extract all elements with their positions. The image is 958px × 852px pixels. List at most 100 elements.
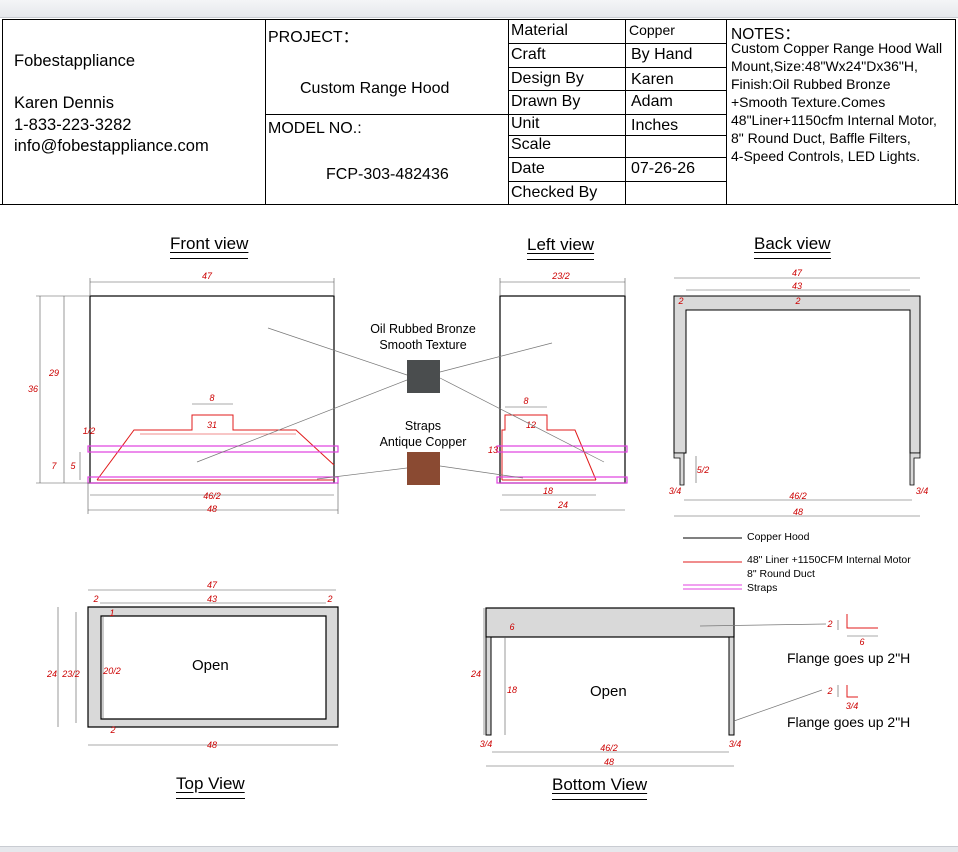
dim-top-2b: 2 bbox=[326, 594, 332, 604]
callout-leaders bbox=[196, 327, 605, 480]
tb-label-scale: Scale bbox=[511, 136, 552, 153]
title-block-grid bbox=[0, 19, 958, 205]
model-value: FCP-303-482436 bbox=[326, 166, 449, 183]
top-view-title: Top View bbox=[176, 774, 245, 799]
flange-note-2: Flange goes up 2"H bbox=[787, 714, 911, 730]
dim-top-20half: 20/2 bbox=[102, 666, 121, 676]
window-topbar bbox=[0, 0, 958, 18]
flange-detail-2 bbox=[846, 685, 858, 698]
tb-value-date: 07-26-26 bbox=[631, 160, 696, 177]
dim-front-half: 1/2 bbox=[83, 426, 96, 436]
straps-callout-line2: Antique Copper bbox=[379, 435, 467, 449]
finish-callout-line1: Oil Rubbed Bronze bbox=[370, 322, 476, 336]
flange-note-1: Flange goes up 2"H bbox=[787, 650, 911, 666]
dim-top-w43: 43 bbox=[207, 594, 217, 604]
left-liner bbox=[501, 414, 597, 481]
tb-label-date: Date bbox=[511, 160, 545, 177]
top-frame bbox=[87, 606, 339, 728]
dim-top-23half: 23/2 bbox=[61, 669, 80, 679]
dim-bottom-24: 24 bbox=[470, 669, 481, 679]
contact-email: info@fobestappliance.com bbox=[14, 137, 209, 155]
front-strap-lower bbox=[87, 476, 339, 484]
dim-front-liner-top: 8 bbox=[209, 393, 214, 403]
notes-title: NOTES： bbox=[731, 26, 800, 43]
dim-front-h-outer: 36 bbox=[28, 384, 38, 394]
notes-line: Mount,Size:48"Wx24"Dx36"H, bbox=[731, 58, 918, 74]
bottom-view: 6 24 18 3/4 3/4 46/2 48 2 6 2 3/4 bbox=[470, 607, 878, 767]
front-hood-body bbox=[89, 295, 335, 484]
dim-back-2a: 2 bbox=[677, 296, 683, 306]
back-view: 47 43 2 2 5/2 3/4 3/4 46/2 48 bbox=[669, 268, 929, 517]
tb-value-craft: By Hand bbox=[631, 46, 693, 63]
dim-bottom-frac-r: 3/4 bbox=[729, 739, 742, 749]
tb-value-material: Copper bbox=[629, 22, 675, 38]
tb-value-unit: Inches bbox=[631, 117, 679, 134]
finish-callout-line2: Smooth Texture bbox=[379, 338, 467, 352]
left-view-title: Left view bbox=[527, 235, 595, 260]
dim-front-w: 47 bbox=[202, 271, 213, 281]
dim-left-24: 24 bbox=[557, 500, 568, 510]
model-label: MODEL NO.: bbox=[268, 120, 362, 137]
notes-line: Finish:Oil Rubbed Bronze bbox=[731, 76, 891, 92]
front-view-title: Front view bbox=[170, 234, 249, 259]
front-strap-upper bbox=[87, 445, 339, 453]
tb-label-checked-by: Checked By bbox=[511, 184, 598, 201]
straps-callout: Straps Antique Copper bbox=[360, 418, 486, 450]
dim-top-2a: 2 bbox=[92, 594, 98, 604]
dim-back-w48: 48 bbox=[793, 507, 803, 517]
dim-front-7: 7 bbox=[51, 461, 57, 471]
notes-line: 4-Speed Controls, LED Lights. bbox=[731, 148, 921, 164]
project-value: Custom Range Hood bbox=[300, 80, 450, 97]
dim-bottom-frac-l: 3/4 bbox=[480, 739, 493, 749]
company-name: Fobestappliance bbox=[14, 52, 136, 70]
dim-top-48: 48 bbox=[207, 740, 217, 750]
dim-left-13: 13 bbox=[488, 445, 498, 455]
top-view-open-label: Open bbox=[192, 657, 229, 674]
drawing-sheet bbox=[0, 18, 958, 846]
back-view-title: Back view bbox=[754, 234, 831, 259]
dim-front-bottom: 48 bbox=[207, 504, 217, 514]
legend-straps: Straps bbox=[747, 582, 778, 594]
dim-left-w: 23/2 bbox=[551, 271, 570, 281]
dim-bottom-18: 18 bbox=[507, 685, 517, 695]
dim-top-1: 1 bbox=[109, 608, 114, 618]
finish-callout: Oil Rubbed Bronze Smooth Texture bbox=[360, 321, 486, 353]
tb-label-drawn-by: Drawn By bbox=[511, 93, 581, 110]
dim-flange-2b: 2 bbox=[826, 686, 832, 696]
left-strap-upper bbox=[496, 445, 628, 453]
tb-label-unit: Unit bbox=[511, 115, 540, 132]
dim-front-bottom-inner: 46/2 bbox=[203, 491, 221, 501]
dim-bottom-inner: 46/2 bbox=[600, 743, 618, 753]
dim-back-frac-l: 3/4 bbox=[669, 486, 682, 496]
notes-line: Custom Copper Range Hood Wall bbox=[731, 40, 943, 56]
window-bottombar bbox=[0, 846, 958, 852]
tb-label-craft: Craft bbox=[511, 46, 546, 63]
dim-left-18: 18 bbox=[543, 486, 553, 496]
dim-back-inner: 46/2 bbox=[789, 491, 807, 501]
left-view: 23/2 12 8 13 18 24 bbox=[488, 271, 628, 511]
tb-value-design-by: Karen bbox=[631, 71, 674, 88]
legend-liner-line2: 8" Round Duct bbox=[747, 568, 815, 580]
dim-front-5: 5 bbox=[70, 461, 76, 471]
swatch-oil-rubbed-bronze bbox=[407, 360, 440, 393]
bottom-view-title: Bottom View bbox=[552, 775, 648, 800]
notes-line: +Smooth Texture.Comes bbox=[731, 94, 886, 110]
dim-bottom-48: 48 bbox=[604, 757, 614, 767]
contact-phone: 1-833-223-3282 bbox=[14, 116, 132, 134]
dim-back-5half: 5/2 bbox=[697, 465, 710, 475]
contact-name: Karen Dennis bbox=[14, 94, 114, 112]
flange-detail-1 bbox=[846, 614, 878, 629]
top-view: 47 43 2 2 1 2 24 23/2 20/2 48 bbox=[46, 580, 339, 750]
dim-flange-frac: 3/4 bbox=[846, 701, 859, 711]
notes-line: 48"Liner+1150cfm Internal Motor, bbox=[731, 112, 937, 128]
dim-flange-6: 6 bbox=[859, 637, 864, 647]
dim-top-2c: 2 bbox=[109, 725, 115, 735]
dim-flange-2a: 2 bbox=[826, 619, 832, 629]
straps-callout-line1: Straps bbox=[404, 419, 442, 433]
legend-liner-line1: 48" Liner +1150CFM Internal Motor bbox=[747, 554, 911, 566]
dim-bottom-6: 6 bbox=[509, 622, 514, 632]
legend-copper-hood: Copper Hood bbox=[747, 531, 810, 543]
notes-line: 8" Round Duct, Baffle Filters, bbox=[731, 130, 911, 146]
dim-top-24: 24 bbox=[46, 669, 57, 679]
